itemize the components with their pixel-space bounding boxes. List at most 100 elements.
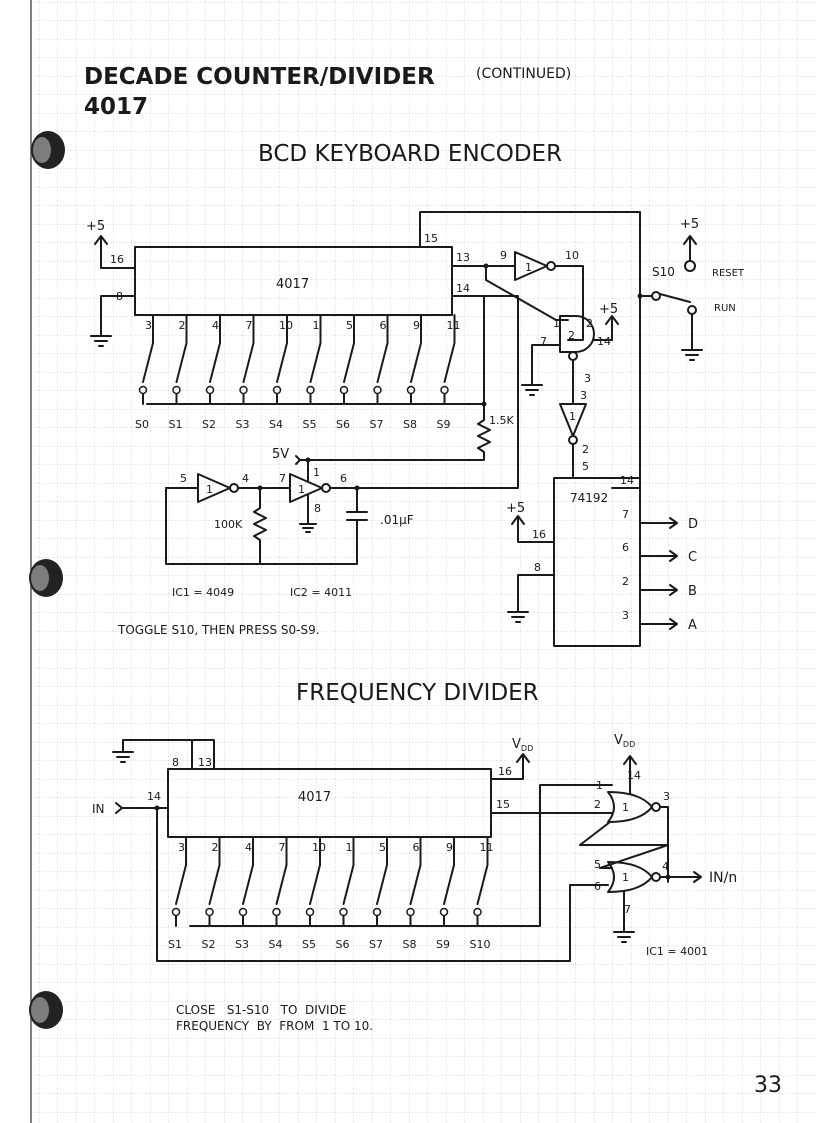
freq-switch-pin: 4 xyxy=(245,841,252,854)
bcd-osc-b-pin8: 8 xyxy=(314,502,321,515)
bcd-switch-pin: 1 xyxy=(313,319,320,332)
freq-switch-label: S8 xyxy=(403,938,417,951)
bcd-output-label: D xyxy=(688,517,698,532)
freq-switch-pin: 6 xyxy=(413,841,420,854)
bcd-ic-74192 xyxy=(553,477,641,647)
bcd-switch-label: S6 xyxy=(336,418,350,431)
bcd-74192-pin8: 8 xyxy=(534,561,541,574)
freq-switch-label: S10 xyxy=(470,938,491,951)
bcd-switch-label: S2 xyxy=(202,418,216,431)
binder-hole-icon xyxy=(29,559,63,597)
bcd-pin16: 16 xyxy=(110,253,124,266)
freq-pin16: 16 xyxy=(498,765,512,778)
switch-lever-icon xyxy=(659,293,691,303)
bcd-output-label: C xyxy=(688,550,697,565)
junction-dot xyxy=(665,874,671,880)
freq-ic-4017-label: 4017 xyxy=(298,790,331,805)
bcd-switch-label: S9 xyxy=(437,418,451,431)
bcd-switch: 9S8 xyxy=(403,314,422,431)
bcd-nand-vcc-arrow-icon xyxy=(593,315,619,341)
bcd-5v-arrow-icon xyxy=(295,455,301,465)
freq-switch-label: S1 xyxy=(168,938,182,951)
freq-nor1-out: 3 xyxy=(663,790,670,803)
freq-nor-gate-1 xyxy=(607,791,653,823)
bcd-osc-inverter-a xyxy=(165,473,231,503)
bcd-inverter1 xyxy=(504,251,548,281)
bcd-switch-pin: 4 xyxy=(212,319,219,332)
bcd-cap-label: .01µF xyxy=(380,513,414,527)
bcd-ic-4017-label: 4017 xyxy=(276,277,309,292)
freq-circuit: 4017 8 13 IN 14 16 VDD 15 1 1 2 3 14 VDD xyxy=(92,733,737,1033)
bcd-switch: 3S0 xyxy=(135,314,154,431)
bcd-capacitor xyxy=(165,487,368,565)
bcd-res-15k-label: 1.5K xyxy=(489,414,514,427)
bcd-switch-label: S0 xyxy=(135,418,149,431)
freq-switch: 7S4 xyxy=(269,836,288,951)
bcd-nand-a-wire xyxy=(485,265,569,321)
bcd-osc-b-out: 6 xyxy=(340,472,347,485)
ground-icon xyxy=(90,295,136,347)
bcd-vplus4-label: +5 xyxy=(506,501,525,516)
freq-ic-4017 xyxy=(167,768,492,838)
freq-vdd-arrow-icon xyxy=(490,753,530,780)
bcd-reset-label: RESET xyxy=(712,268,745,279)
freq-nor1-label: 1 xyxy=(622,801,629,814)
bcd-osc-a-in: 5 xyxy=(180,472,187,485)
freq-nor1-pin-b: 2 xyxy=(594,798,601,811)
svg-text:7: 7 xyxy=(622,508,629,521)
bcd-vplus2-label: +5 xyxy=(599,302,618,317)
bcd-switch: 4S2 xyxy=(202,314,221,431)
junction-dot xyxy=(637,293,643,299)
freq-nor2-gnd: 7 xyxy=(624,903,631,916)
page-part: 4017 xyxy=(84,94,148,120)
freq-note-line1: CLOSE S1-S10 TO DIVIDE xyxy=(176,1003,346,1017)
bcd-instruction: TOGGLE S10, THEN PRESS S0-S9. xyxy=(117,623,320,637)
freq-switch-label: S2 xyxy=(202,938,216,951)
bcd-nand-vcc: 14 xyxy=(597,335,611,348)
bcd-inv2-in: 3 xyxy=(580,389,587,402)
bcd-output-a: 3 A xyxy=(622,609,697,633)
bcd-pin15: 15 xyxy=(424,232,438,245)
bcd-switch: 6S7 xyxy=(370,314,389,431)
binder-hole-icon xyxy=(31,131,65,169)
binder-hole-icon xyxy=(29,991,63,1029)
bcd-pin13: 13 xyxy=(456,251,470,264)
bcd-inv1-out-wire xyxy=(554,265,584,341)
bcd-switch-pin: 6 xyxy=(380,319,387,332)
freq-switch-label: S3 xyxy=(235,938,249,951)
bcd-inv1-label: 1 xyxy=(525,261,532,274)
bcd-inv1-out: 10 xyxy=(565,249,579,262)
page-continued: (CONTINUED) xyxy=(476,66,571,82)
freq-switch-pin: 5 xyxy=(379,841,386,854)
bcd-switch: 2S1 xyxy=(169,314,188,431)
freq-switch-pin: 2 xyxy=(212,841,219,854)
bcd-heading: BCD KEYBOARD ENCODER xyxy=(258,141,562,167)
freq-nor2-pin-a: 5 xyxy=(594,858,601,871)
junction-dot xyxy=(305,457,311,463)
freq-switch-label: S5 xyxy=(302,938,316,951)
bcd-pin15-wire xyxy=(419,211,653,297)
freq-vdd-label: VDD xyxy=(512,737,533,753)
bcd-inv1-in: 9 xyxy=(500,249,507,262)
freq-switch-label: S4 xyxy=(269,938,283,951)
bcd-output-d: 7 D xyxy=(622,508,698,532)
freq-nor-vdd-label: VDD xyxy=(614,733,635,749)
svg-text:3: 3 xyxy=(622,609,629,622)
bcd-res-100k-label: 100K xyxy=(214,518,243,531)
freq-switch: 9S9 xyxy=(436,836,455,951)
bcd-output-label: A xyxy=(688,618,697,633)
freq-switch-pin: 1 xyxy=(346,841,353,854)
bcd-nand-pin-b: 2 xyxy=(586,317,593,330)
bcd-osc-b-pin1: 1 xyxy=(313,466,320,479)
bcd-switch: 5S6 xyxy=(336,314,355,431)
bcd-vplus-label: +5 xyxy=(86,219,105,234)
freq-switch: 5S7 xyxy=(369,836,388,951)
bcd-vplus3-label: +5 xyxy=(680,217,699,232)
freq-out-label: IN/n xyxy=(709,870,737,886)
bcd-nand-gate xyxy=(559,315,595,353)
bcd-switch-pin: 3 xyxy=(145,319,152,332)
